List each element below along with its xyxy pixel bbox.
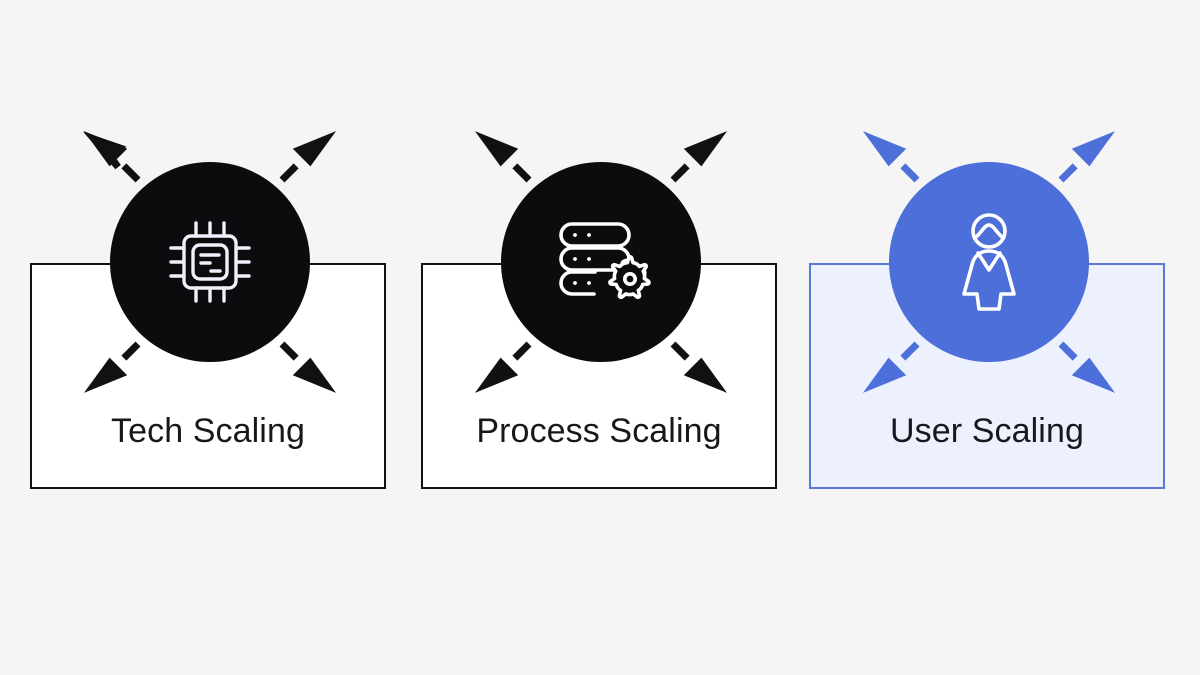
card-label-tech-scaling: Tech Scaling (111, 412, 305, 450)
card-user-scaling[interactable]: User Scaling (789, 0, 1189, 675)
icon-badge-process-scaling (501, 162, 701, 362)
card-label-process-scaling: Process Scaling (476, 412, 722, 450)
icon-badge-tech-scaling (110, 162, 310, 362)
cpu-chip-icon (169, 221, 251, 303)
server-gear-icon (559, 222, 651, 300)
card-tech-scaling[interactable]: Tech Scaling (10, 0, 410, 675)
card-label-user-scaling: User Scaling (890, 412, 1084, 450)
person-icon (962, 213, 1016, 311)
card-process-scaling[interactable]: Process Scaling (401, 0, 801, 675)
icon-badge-user-scaling (889, 162, 1089, 362)
